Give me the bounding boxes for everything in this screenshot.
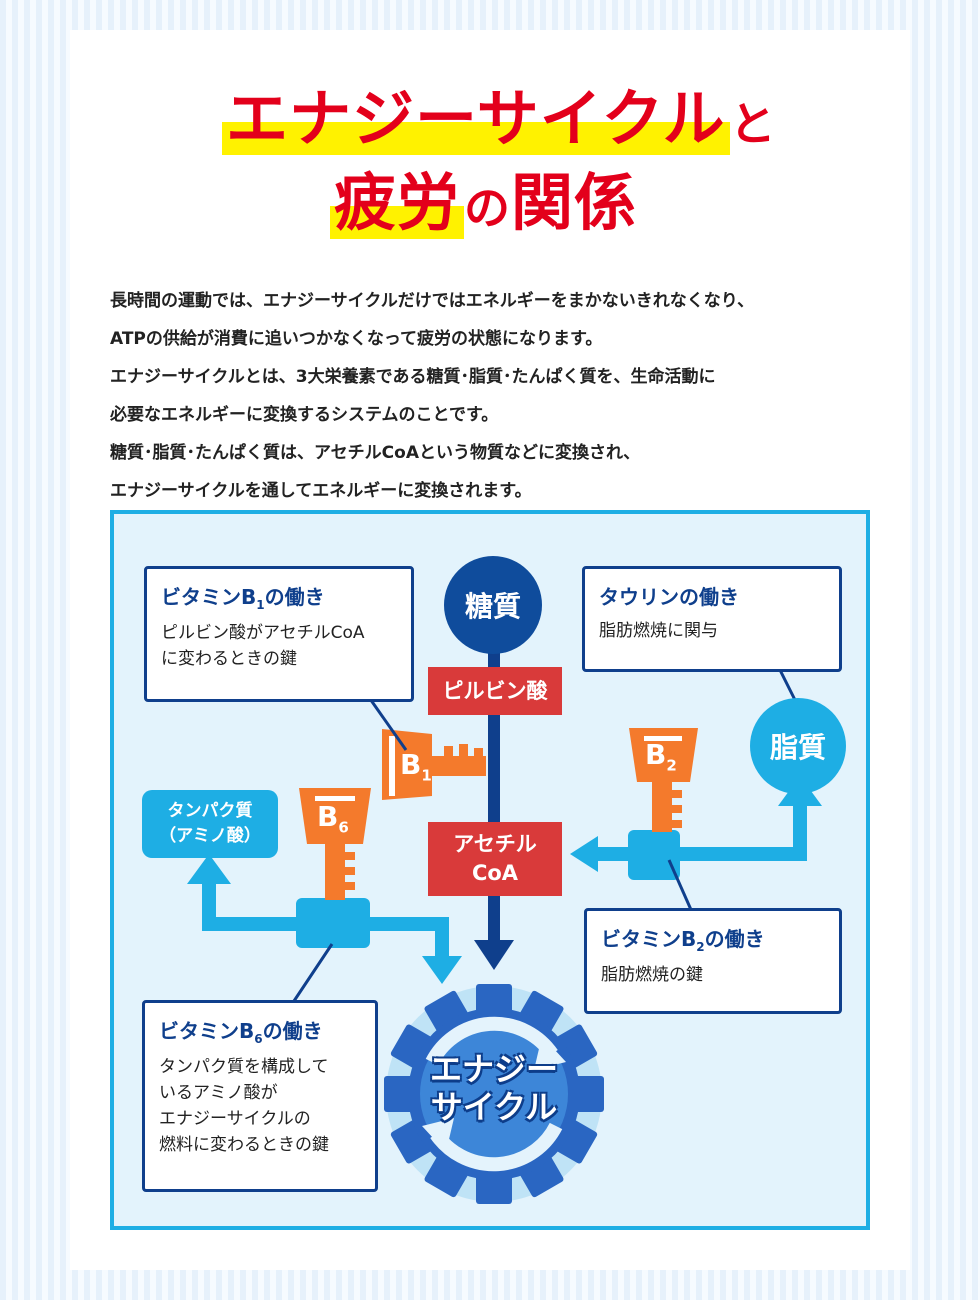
title-highlight-1: エナジーサイクル <box>222 82 730 155</box>
vitamin-b2-title-post: の働き <box>704 927 765 951</box>
pyruvic-acid-label: ピルビン酸 <box>428 667 562 715</box>
vitamin-b1-title-pre: ビタミンB <box>161 585 257 609</box>
protein-line1: タンパク質 <box>167 801 253 821</box>
vitamin-b2-box: ビタミンB2の働き 脂肪燃焼の鍵 <box>584 908 842 1014</box>
key-b2-label: B2 <box>645 738 677 775</box>
b2-junction <box>628 830 680 880</box>
vitamin-b1-title: ビタミンB1の働き <box>161 581 397 612</box>
intro-line: ATPの供給が消費に追いつかなくなって疲労の状態になります。 <box>110 329 603 349</box>
acetyl-line2: CoA <box>471 861 519 885</box>
intro-line: 必要なエネルギーに変換するシステムのことです。 <box>110 405 499 425</box>
energy-cycle-gear <box>384 984 604 1204</box>
vitamin-b2-text: 脂肪燃焼の鍵 <box>601 965 703 985</box>
sugar-flow-arrowhead <box>474 940 514 970</box>
protein-node: タンパク質 （アミノ酸） <box>142 790 278 858</box>
energy-cycle-diagram: 糖質 脂質 ピルビン酸 アセチル CoA タンパク質 （アミノ酸） B1 B2 … <box>110 510 870 1230</box>
vitamin-b6-box: ビタミンB6の働き タンパク質を構成して いるアミノ酸が エナジーサイクルの 燃… <box>142 1000 378 1192</box>
acetyl-coa-label: アセチル CoA <box>428 822 562 896</box>
b6-junction <box>296 898 370 948</box>
energy-cycle-label: エナジー サイクル <box>414 1050 574 1126</box>
title-suffix: と <box>729 97 777 151</box>
vitamin-b6-text: タンパク質を構成して いるアミノ酸が エナジーサイクルの 燃料に変わるときの鍵 <box>159 1057 329 1155</box>
vitamin-b1-text: ピルビン酸がアセチルCoA に変わるときの鍵 <box>161 623 365 669</box>
vitamin-b6-title-sub: 6 <box>254 1032 263 1046</box>
vitamin-b6-title-pre: ビタミンB <box>159 1019 255 1043</box>
b2-connector <box>667 859 694 913</box>
vitamin-b6-title-post: の働き <box>262 1019 323 1043</box>
taurine-title: タウリンの働き <box>599 585 739 609</box>
title-highlight-2: 疲労 <box>330 166 465 239</box>
vitamin-b6-title: ビタミンB6の働き <box>159 1015 361 1046</box>
title-end: 関係 <box>511 166 638 239</box>
vitamin-b1-title-post: の働き <box>264 585 325 609</box>
key-b2-sub: 2 <box>666 756 677 775</box>
page-title-line2: 疲労の関係 <box>330 166 638 243</box>
intro-line: エナジーサイクルを通してエネルギーに変換されます。 <box>110 481 532 501</box>
key-b1-shape <box>382 729 486 800</box>
key-b6-shape <box>299 788 371 900</box>
protein-up-arrowhead <box>187 854 231 884</box>
vitamin-b1-title-sub: 1 <box>256 598 265 612</box>
vitamin-b1-box: ビタミンB1の働き ピルビン酸がアセチルCoA に変わるときの鍵 <box>144 566 414 702</box>
intro-text: 長時間の運動では、エナジーサイクルだけではエネルギーをまかないきれなくなり、 A… <box>110 282 870 510</box>
key-b6-sub: 6 <box>338 818 349 837</box>
key-b1-label: B1 <box>400 748 432 785</box>
protein-to-cycle-arrowhead <box>422 956 462 984</box>
key-b6-letter: B <box>317 800 339 833</box>
intro-line: エナジーサイクルとは、3大栄養素である糖質･脂質･たんぱく質を、生命活動に <box>110 367 716 387</box>
vitamin-b2-title: ビタミンB2の働き <box>601 923 825 954</box>
b6-connector <box>290 943 334 1005</box>
fat-flow-line <box>594 799 807 861</box>
page-title-line1: エナジーサイクルと <box>222 82 777 159</box>
key-b6-label: B6 <box>317 800 349 837</box>
fat-node: 脂質 <box>750 698 846 794</box>
key-b1-sub: 1 <box>421 766 432 785</box>
vitamin-b2-title-pre: ビタミンB <box>601 927 697 951</box>
vitamin-b2-title-sub: 2 <box>696 940 705 954</box>
intro-line: 糖質･脂質･たんぱく質は、アセチルCoAという物質などに変換され、 <box>110 443 641 463</box>
acetyl-line1: アセチル <box>453 832 537 856</box>
title-connector: の <box>464 181 512 235</box>
sugar-node: 糖質 <box>444 556 542 654</box>
key-b2-letter: B <box>645 738 667 771</box>
intro-line: 長時間の運動では、エナジーサイクルだけではエネルギーをまかないきれなくなり、 <box>110 291 755 311</box>
cycle-line1: エナジー <box>429 1050 558 1088</box>
fat-to-acetyl-arrowhead <box>570 836 598 872</box>
key-b1-letter: B <box>400 748 422 781</box>
protein-line2: （アミノ酸） <box>159 826 261 846</box>
cycle-line2: サイクル <box>430 1088 558 1126</box>
diagram-graphics <box>187 614 822 1204</box>
taurine-box: タウリンの働き 脂肪燃焼に関与 <box>582 566 842 672</box>
taurine-text: 脂肪燃焼に関与 <box>599 621 718 641</box>
key-b2-shape <box>629 728 698 832</box>
